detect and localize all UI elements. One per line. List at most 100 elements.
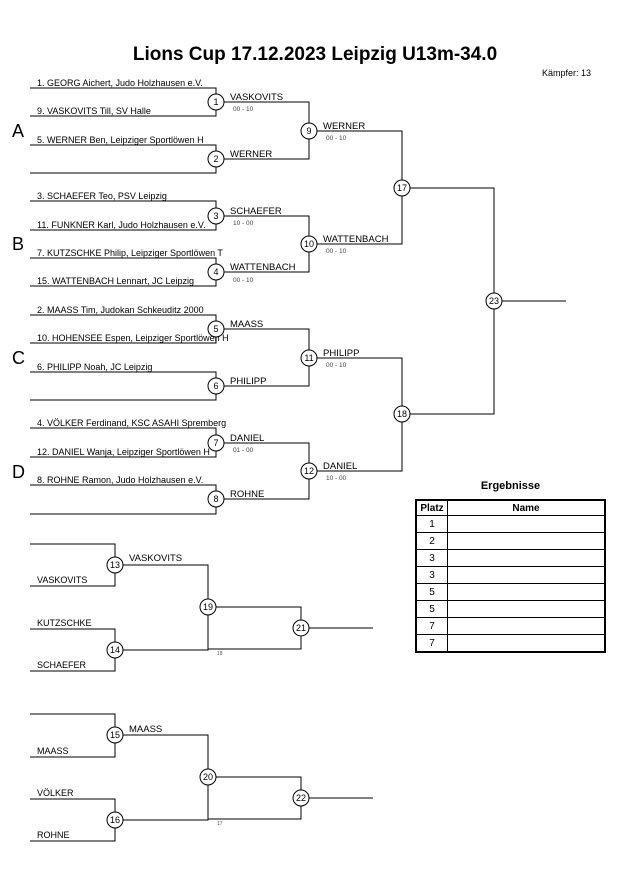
results-name-cell xyxy=(447,532,606,550)
match-9-number: 9 xyxy=(306,126,311,136)
match-7-circle xyxy=(207,434,225,452)
table-row: 7 xyxy=(415,634,606,653)
match-11-circle xyxy=(300,349,318,367)
results-table: Platz Name 1 2 3 3 5 5 7 7 xyxy=(415,499,606,653)
rep-20-note: 17 xyxy=(217,821,223,827)
match-23-number: 23 xyxy=(489,296,499,306)
results-place: 3 xyxy=(415,566,448,584)
rep-16-slot-top: VÖLKER xyxy=(37,788,74,798)
results-name-cell xyxy=(447,549,606,567)
entry-12: 12. DANIEL Wanja, Leipziger Sportlöwen H xyxy=(37,447,210,457)
match-10-winner: WATTENBACH xyxy=(323,234,389,245)
match-10-number: 10 xyxy=(304,239,314,249)
results-name-cell xyxy=(447,515,606,533)
results-place: 7 xyxy=(415,617,448,635)
rep-16-number: 16 xyxy=(110,815,120,825)
rep-14-number: 14 xyxy=(110,645,120,655)
match-8-winner: ROHNE xyxy=(230,489,264,500)
match-3-circle xyxy=(207,207,225,225)
table-row: 5 xyxy=(415,600,606,618)
rep-13-circle xyxy=(106,556,124,574)
fighter-count: Kämpfer: 13 xyxy=(542,68,592,78)
table-row: 5 xyxy=(415,583,606,601)
entry-13: 8. ROHNE Ramon, Judo Holzhausen e.V. xyxy=(37,475,203,485)
results-place: 5 xyxy=(415,600,448,618)
rep-14-slot-bottom: SCHAEFER xyxy=(37,660,87,670)
rep-22-number: 22 xyxy=(296,793,306,803)
rep-15-winner: MAASS xyxy=(129,724,162,735)
results-place: 7 xyxy=(415,634,448,653)
group-label-d: D xyxy=(12,462,25,482)
match-17-number: 17 xyxy=(397,183,407,193)
rep-15-slot-bottom: MAASS xyxy=(37,746,69,756)
rep-19-note: 18 xyxy=(217,651,223,657)
match-8-number: 8 xyxy=(213,494,218,504)
match-8-circle xyxy=(207,490,225,508)
match-2-circle xyxy=(207,150,225,168)
rep-22-circle xyxy=(292,789,310,807)
rep-21-circle xyxy=(292,619,310,637)
match-3-number: 3 xyxy=(213,211,218,221)
table-row: 3 xyxy=(415,566,606,584)
page-title: Lions Cup 17.12.2023 Leipzig U13m-34.0 xyxy=(132,44,498,65)
match-11-number: 11 xyxy=(304,353,313,363)
match-4-number: 4 xyxy=(213,267,218,277)
rep-15-number: 15 xyxy=(110,730,120,740)
rep-19-number: 19 xyxy=(203,602,213,612)
rep-13-winner: VASKOVITS xyxy=(129,553,182,564)
entry-10: 6. PHILIPP Noah, JC Leipzig xyxy=(37,362,152,372)
group-label-b: B xyxy=(12,234,24,254)
match-11-score: 00 - 10 xyxy=(326,362,347,369)
match-12-circle xyxy=(300,462,318,480)
rep-19-circle xyxy=(199,598,217,616)
entry-7: 15. WATTENBACH Lennart, JC Leipzig xyxy=(37,276,194,286)
match-23-circle xyxy=(485,292,503,310)
group-label-c: C xyxy=(12,348,25,368)
match-5-circle xyxy=(207,320,225,338)
entry-3: 5. WERNER Ben, Leipziger Sportlöwen H xyxy=(37,135,204,145)
results-header-place: Platz xyxy=(415,499,448,516)
results-name-cell xyxy=(447,634,606,653)
match-7-winner: DANIEL xyxy=(230,433,264,444)
match-18-number: 18 xyxy=(397,409,407,419)
results-place: 1 xyxy=(415,515,448,533)
table-row: 3 xyxy=(415,549,606,567)
match-2-number: 2 xyxy=(213,154,218,164)
match-9-winner: WERNER xyxy=(323,121,365,132)
match-6-number: 6 xyxy=(213,381,218,391)
match-18-circle xyxy=(393,405,411,423)
entry-5: 11. FUNKNER Karl, Judo Holzhausen e.V. xyxy=(37,220,206,230)
entry-2: 9. VASKOVITS Till, SV Halle xyxy=(37,106,151,116)
match-12-number: 12 xyxy=(304,466,314,476)
rep-16-slot-bottom: ROHNE xyxy=(37,830,70,840)
entry-1: 1. GEORG Aichert, Judo Holzhausen e.V. xyxy=(37,78,203,88)
match-10-circle xyxy=(300,235,318,253)
match-12-score: 10 - 00 xyxy=(326,475,347,482)
entry-8: 2. MAASS Tim, Judokan Schkeuditz 2000 xyxy=(37,305,204,315)
match-9-circle xyxy=(300,122,318,140)
results-name-cell xyxy=(447,600,606,618)
rep-21-number: 21 xyxy=(296,623,306,633)
entry-11: 4. VÖLKER Ferdinand, KSC ASAHI Spremberg xyxy=(37,418,226,428)
results-place: 2 xyxy=(415,532,448,550)
match-3-winner: SCHAEFER xyxy=(230,206,282,217)
rep-20-circle xyxy=(199,768,217,786)
rep-13-slot-bottom: VASKOVITS xyxy=(37,575,87,585)
match-1-number: 1 xyxy=(213,97,218,107)
match-5-number: 5 xyxy=(213,324,218,334)
results-name-cell xyxy=(447,566,606,584)
entry-9: 10. HOHENSEE Espen, Leipziger Sportlöwen… xyxy=(37,333,229,343)
match-6-winner: PHILIPP xyxy=(230,376,266,387)
group-label-a: A xyxy=(12,121,24,141)
rep-15-circle xyxy=(106,726,124,744)
rep-13-number: 13 xyxy=(110,560,120,570)
table-row: 1 xyxy=(415,515,606,533)
results-place: 3 xyxy=(415,549,448,567)
results-place: 5 xyxy=(415,583,448,601)
match-2-winner: WERNER xyxy=(230,149,272,160)
match-9-score: 00 - 10 xyxy=(326,135,347,142)
match-6-circle xyxy=(207,377,225,395)
table-row: 7 xyxy=(415,617,606,635)
match-1-winner: VASKOVITS xyxy=(230,92,283,103)
